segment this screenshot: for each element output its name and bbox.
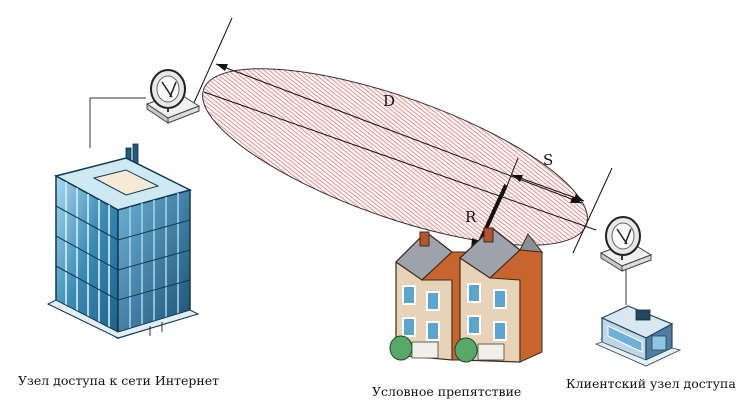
boundary-line-right bbox=[572, 167, 613, 254]
boundary-line-left bbox=[192, 17, 233, 106]
label-s: S bbox=[543, 151, 553, 169]
d-arrow-left bbox=[216, 64, 228, 71]
s-line bbox=[511, 174, 585, 202]
caption-internet-node: Узел доступа к сети Интернет bbox=[18, 373, 220, 388]
diameter-line bbox=[215, 63, 583, 204]
geometry-lines bbox=[192, 17, 613, 254]
label-r: R bbox=[465, 208, 477, 226]
left-antenna-cable bbox=[89, 97, 146, 148]
obstacle-houses-icon bbox=[389, 227, 544, 363]
s-arrow-left bbox=[512, 175, 523, 182]
label-d: D bbox=[383, 92, 395, 110]
house-right bbox=[454, 227, 544, 363]
house-left bbox=[389, 231, 469, 361]
s-arrow-right bbox=[573, 194, 584, 201]
right-antenna-icon bbox=[599, 216, 653, 272]
left-antenna-icon bbox=[145, 69, 201, 124]
office-tower-icon bbox=[46, 143, 200, 340]
caption-obstacle: Условное препятствие bbox=[372, 384, 522, 399]
axis-line bbox=[203, 91, 597, 231]
caption-client-node: Клиентский узел доступа bbox=[566, 376, 736, 391]
client-building-icon bbox=[594, 305, 682, 367]
